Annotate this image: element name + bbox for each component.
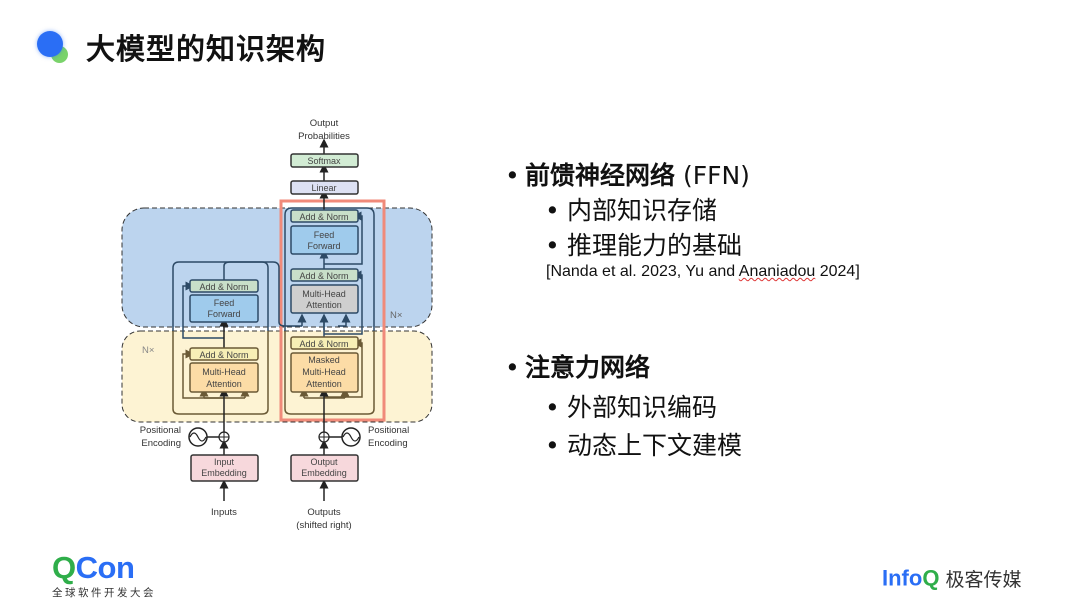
output-probabilities-label-2: Probabilities bbox=[298, 131, 350, 142]
title-decoration-blue-dot bbox=[37, 31, 63, 57]
decoder-mha-label-2: Attention bbox=[306, 300, 342, 310]
output-probabilities-label-1: Output bbox=[310, 118, 339, 129]
bullet-ffn-heading: 前馈神经网络 bbox=[525, 161, 676, 190]
bullet-attention-item-1: •外部知识编码 bbox=[545, 388, 717, 424]
output-embedding-label-2: Embedding bbox=[301, 468, 347, 478]
inputs-label: Inputs bbox=[211, 507, 237, 518]
infoq-cn-text: 极客传媒 bbox=[945, 569, 1022, 591]
bullet-attention-item-2-text: 动态上下文建模 bbox=[567, 431, 743, 460]
decoder-add-norm-top bbox=[290, 209, 359, 223]
bullet-dot: • bbox=[505, 353, 520, 382]
decoder-add-norm-bottom bbox=[290, 336, 359, 350]
encoder-nx-label: N× bbox=[142, 345, 154, 356]
bullet-ffn-item-2: •推理能力的基础 bbox=[545, 226, 742, 262]
softmax-label: Softmax bbox=[307, 156, 341, 166]
qcon-subtitle: 全球软件开发大会 bbox=[52, 587, 156, 599]
encoder-add-norm-top-label: Add & Norm bbox=[199, 282, 248, 292]
bullet-ffn-suffix: (FFN) bbox=[675, 161, 750, 190]
encoder-add-norm-bottom-label: Add & Norm bbox=[199, 350, 248, 360]
decoder-highlight-border bbox=[279, 199, 386, 422]
citation-prefix: [Nanda et al. 2023, Yu and bbox=[546, 263, 739, 280]
positional-encoding-right-label-1: Positional bbox=[368, 425, 409, 436]
bullet-dot: • bbox=[545, 393, 560, 422]
decoder-add-norm-top-label: Add & Norm bbox=[299, 212, 348, 222]
bullet-attention-item-1-text: 外部知识编码 bbox=[567, 393, 718, 422]
qcon-con: Con bbox=[75, 550, 135, 585]
infoq-info: Info bbox=[882, 565, 923, 591]
decoder-add-norm-mid bbox=[290, 268, 359, 282]
outputs-label-2: (shifted right) bbox=[296, 520, 351, 531]
encoder-multi-head-attention bbox=[189, 362, 259, 393]
bullet-ffn-item-1-text: 内部知识存储 bbox=[567, 196, 718, 225]
encoder-ffn-container bbox=[172, 261, 269, 331]
encoder-feed-forward-label-2: Forward bbox=[207, 309, 240, 319]
decoder-ffn-container bbox=[284, 207, 375, 331]
decoder-masked-label-1: Masked bbox=[308, 355, 340, 365]
encoder-attn-container bbox=[172, 331, 269, 415]
bullet-ffn-item-1: •内部知识存储 bbox=[545, 191, 717, 227]
encoder-mha-label-2: Attention bbox=[206, 379, 242, 389]
bullet-dot: • bbox=[545, 231, 560, 260]
decoder-feed-forward bbox=[290, 225, 359, 255]
outputs-label-1: Outputs bbox=[307, 507, 341, 518]
bullet-attention-item-2: •动态上下文建模 bbox=[545, 426, 742, 462]
decoder-masked-label-3: Attention bbox=[306, 379, 342, 389]
softmax-box bbox=[290, 153, 359, 168]
bullet-ffn: •前馈神经网络 (FFN) bbox=[505, 156, 750, 192]
citation-suffix: 2024] bbox=[815, 263, 860, 280]
decoder-masked-label-2: Multi-Head bbox=[302, 367, 346, 377]
page-title: 大模型的知识架构 bbox=[86, 32, 327, 66]
decoder-multi-head-attention bbox=[290, 284, 359, 314]
bullet-attention-heading: 注意力网络 bbox=[525, 353, 651, 382]
input-embedding-box bbox=[190, 454, 259, 482]
linear-box bbox=[290, 180, 359, 195]
decoder-add-norm-bottom-label: Add & Norm bbox=[299, 339, 348, 349]
positional-encoding-right-label-2: Encoding bbox=[368, 438, 408, 449]
decoder-feed-forward-label-1: Feed bbox=[314, 230, 335, 240]
decoder-add-norm-mid-label: Add & Norm bbox=[299, 271, 348, 281]
decoder-mha-label-1: Multi-Head bbox=[302, 289, 346, 299]
positional-encoding-left-label-2: Encoding bbox=[141, 438, 181, 449]
decoder-attn-container bbox=[284, 331, 375, 415]
decoder-feed-forward-label-2: Forward bbox=[307, 241, 340, 251]
decoder-masked-attention bbox=[290, 352, 359, 393]
input-embedding-label-1: Input bbox=[214, 457, 235, 467]
encoder-mha-label-1: Multi-Head bbox=[202, 367, 246, 377]
output-embedding-box bbox=[290, 454, 359, 482]
encoder-feed-forward-label-1: Feed bbox=[214, 298, 235, 308]
citation-spellcheck-word: Ananiadou bbox=[738, 263, 816, 280]
encoder-feed-forward bbox=[189, 294, 259, 323]
bullet-dot: • bbox=[545, 431, 560, 460]
encoder-add-norm-bottom bbox=[189, 347, 259, 361]
citation: [Nanda et al. 2023, Yu and Ananiadou 202… bbox=[546, 263, 860, 281]
bullet-dot: • bbox=[545, 196, 560, 225]
decoder-nx-label: N× bbox=[390, 310, 402, 321]
linear-label: Linear bbox=[311, 183, 336, 193]
bullet-ffn-item-2-text: 推理能力的基础 bbox=[567, 231, 743, 260]
qcon-q: Q bbox=[52, 550, 76, 585]
infoq-q: Q bbox=[922, 565, 940, 591]
positional-encoding-left-label-1: Positional bbox=[140, 425, 181, 436]
qcon-logo: QCon 全球软件开发大会 bbox=[52, 550, 156, 600]
bullet-attention: •注意力网络 bbox=[505, 348, 650, 384]
input-embedding-label-2: Embedding bbox=[201, 468, 247, 478]
output-embedding-label-1: Output bbox=[310, 457, 338, 467]
bullet-dot: • bbox=[505, 161, 520, 190]
encoder-add-norm-top bbox=[189, 279, 259, 293]
